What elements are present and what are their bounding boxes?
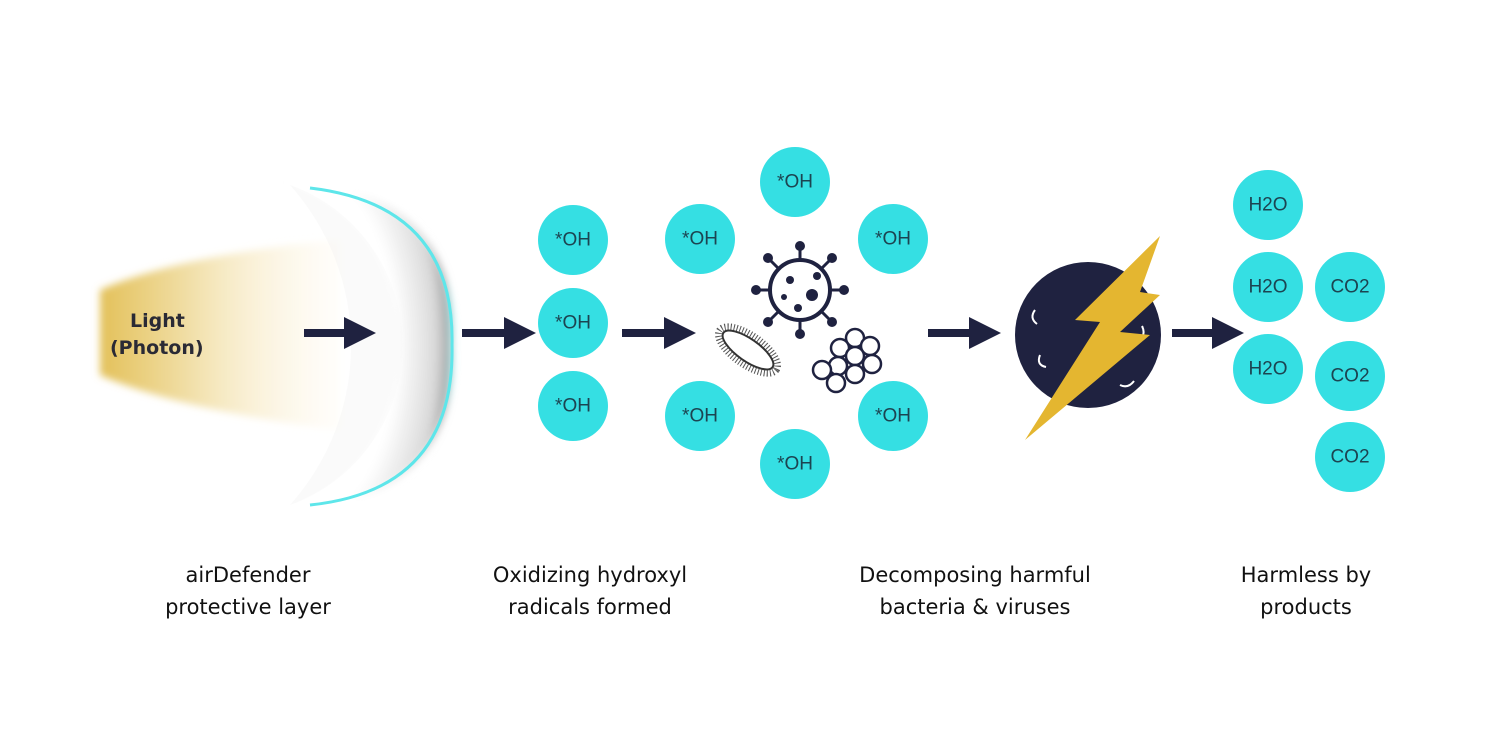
water-molecule: H2O — [1233, 252, 1303, 322]
caption-line: airDefender — [185, 563, 311, 587]
hydroxyl-molecule: *OH — [760, 147, 830, 217]
hydroxyl-molecule: *OH — [538, 371, 608, 441]
hydroxyl-molecule: *OH — [858, 204, 928, 274]
caption-line: Oxidizing hydroxyl — [492, 563, 688, 587]
caption-byproducts: Harmless by products — [1156, 559, 1456, 623]
protective-layer-shape — [290, 182, 453, 510]
caption-decomposing: Decomposing harmful bacteria & viruses — [825, 559, 1125, 623]
svg-text:H2O: H2O — [1248, 359, 1287, 380]
svg-text:CO2: CO2 — [1330, 366, 1369, 387]
svg-text:CO2: CO2 — [1330, 277, 1369, 298]
co2-molecule: CO2 — [1315, 341, 1385, 411]
co2-molecule: CO2 — [1315, 422, 1385, 492]
hydroxyl-molecule: *OH — [665, 381, 735, 451]
water-molecule: H2O — [1233, 334, 1303, 404]
svg-text:*OH: *OH — [777, 172, 813, 193]
caption-hydroxyl-radicals: Oxidizing hydroxyl radicals formed — [440, 559, 740, 623]
light-label-line1: Light — [130, 310, 185, 332]
hydroxyl-molecule: *OH — [760, 429, 830, 499]
water-molecule: H2O — [1233, 170, 1303, 240]
hydroxyl-molecules: *OH *OH *OH *OH *OH *OH *OH *OH *OH — [538, 147, 928, 499]
decomposing-germ-icon — [1015, 236, 1161, 440]
light-label-line2: (Photon) — [110, 337, 204, 359]
svg-text:*OH: *OH — [682, 229, 718, 250]
caption-line: Harmless by — [1240, 563, 1372, 587]
caption-line: bacteria & viruses — [879, 595, 1071, 619]
svg-text:*OH: *OH — [555, 313, 591, 334]
byproduct-molecules: H2O H2O H2O CO2 CO2 CO2 — [1233, 170, 1385, 492]
caption-protective-layer: airDefender protective layer — [98, 559, 398, 623]
svg-text:H2O: H2O — [1248, 195, 1287, 216]
svg-text:*OH: *OH — [555, 230, 591, 251]
svg-text:*OH: *OH — [875, 406, 911, 427]
hydroxyl-molecule: *OH — [538, 288, 608, 358]
svg-text:*OH: *OH — [682, 406, 718, 427]
bacterium-icon — [715, 323, 781, 377]
caption-line: products — [1260, 595, 1352, 619]
hydroxyl-molecule: *OH — [858, 381, 928, 451]
virus-icon — [751, 241, 849, 339]
svg-text:CO2: CO2 — [1330, 447, 1369, 468]
svg-text:*OH: *OH — [555, 396, 591, 417]
caption-line: protective layer — [165, 595, 331, 619]
cell-cluster-icon — [811, 327, 883, 394]
caption-line: Decomposing harmful — [859, 563, 1091, 587]
svg-text:*OH: *OH — [777, 454, 813, 475]
co2-molecule: CO2 — [1315, 252, 1385, 322]
caption-line: radicals formed — [508, 595, 672, 619]
light-beam: Light (Photon) — [100, 182, 454, 510]
lightning-icon — [1025, 236, 1160, 440]
hydroxyl-molecule: *OH — [665, 204, 735, 274]
hydroxyl-molecule: *OH — [538, 205, 608, 275]
svg-text:*OH: *OH — [875, 229, 911, 250]
svg-text:H2O: H2O — [1248, 277, 1287, 298]
